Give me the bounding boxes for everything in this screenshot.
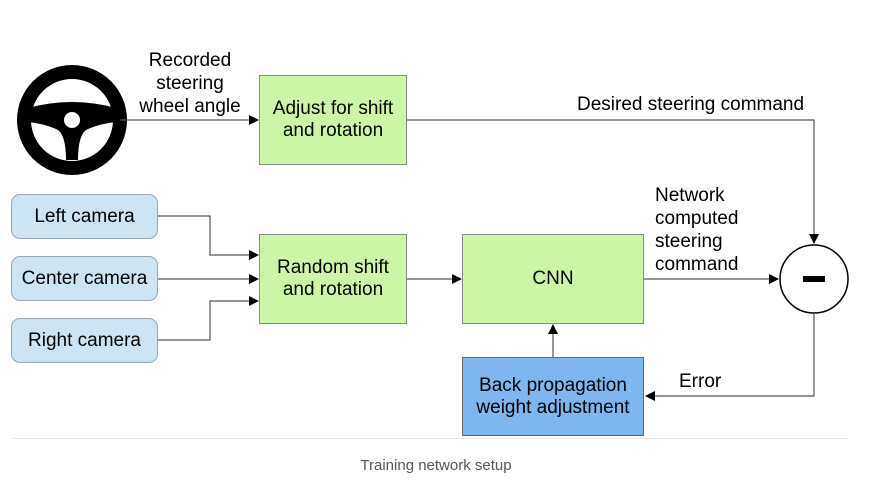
right-camera-box: Right camera [11,318,158,363]
left-camera-box: Left camera [11,194,158,239]
arrow-left-camera [158,215,259,260]
steering-wheel-icon [17,65,127,175]
arrow-desired-to-subtract [407,119,819,244]
figure-caption: Training network setup [360,457,512,474]
backprop-box: Back propagation weight adjustment [462,357,644,436]
random-shift-box: Random shift and rotation [259,234,407,324]
desired-command-label: Desired steering command [577,94,805,115]
steering-input-label: Recorded steering wheel angle [139,50,241,117]
network-output-label: Network computed steering command [655,185,739,275]
minus-icon [803,276,825,282]
divider [12,438,848,439]
arrow-error-to-backprop [645,314,815,401]
error-label: Error [679,371,722,392]
cnn-box: CNN [462,234,644,324]
adjust-box: Adjust for shift and rotation [259,75,407,165]
arrow-right-camera [158,296,259,341]
center-camera-box: Center camera [11,256,158,301]
